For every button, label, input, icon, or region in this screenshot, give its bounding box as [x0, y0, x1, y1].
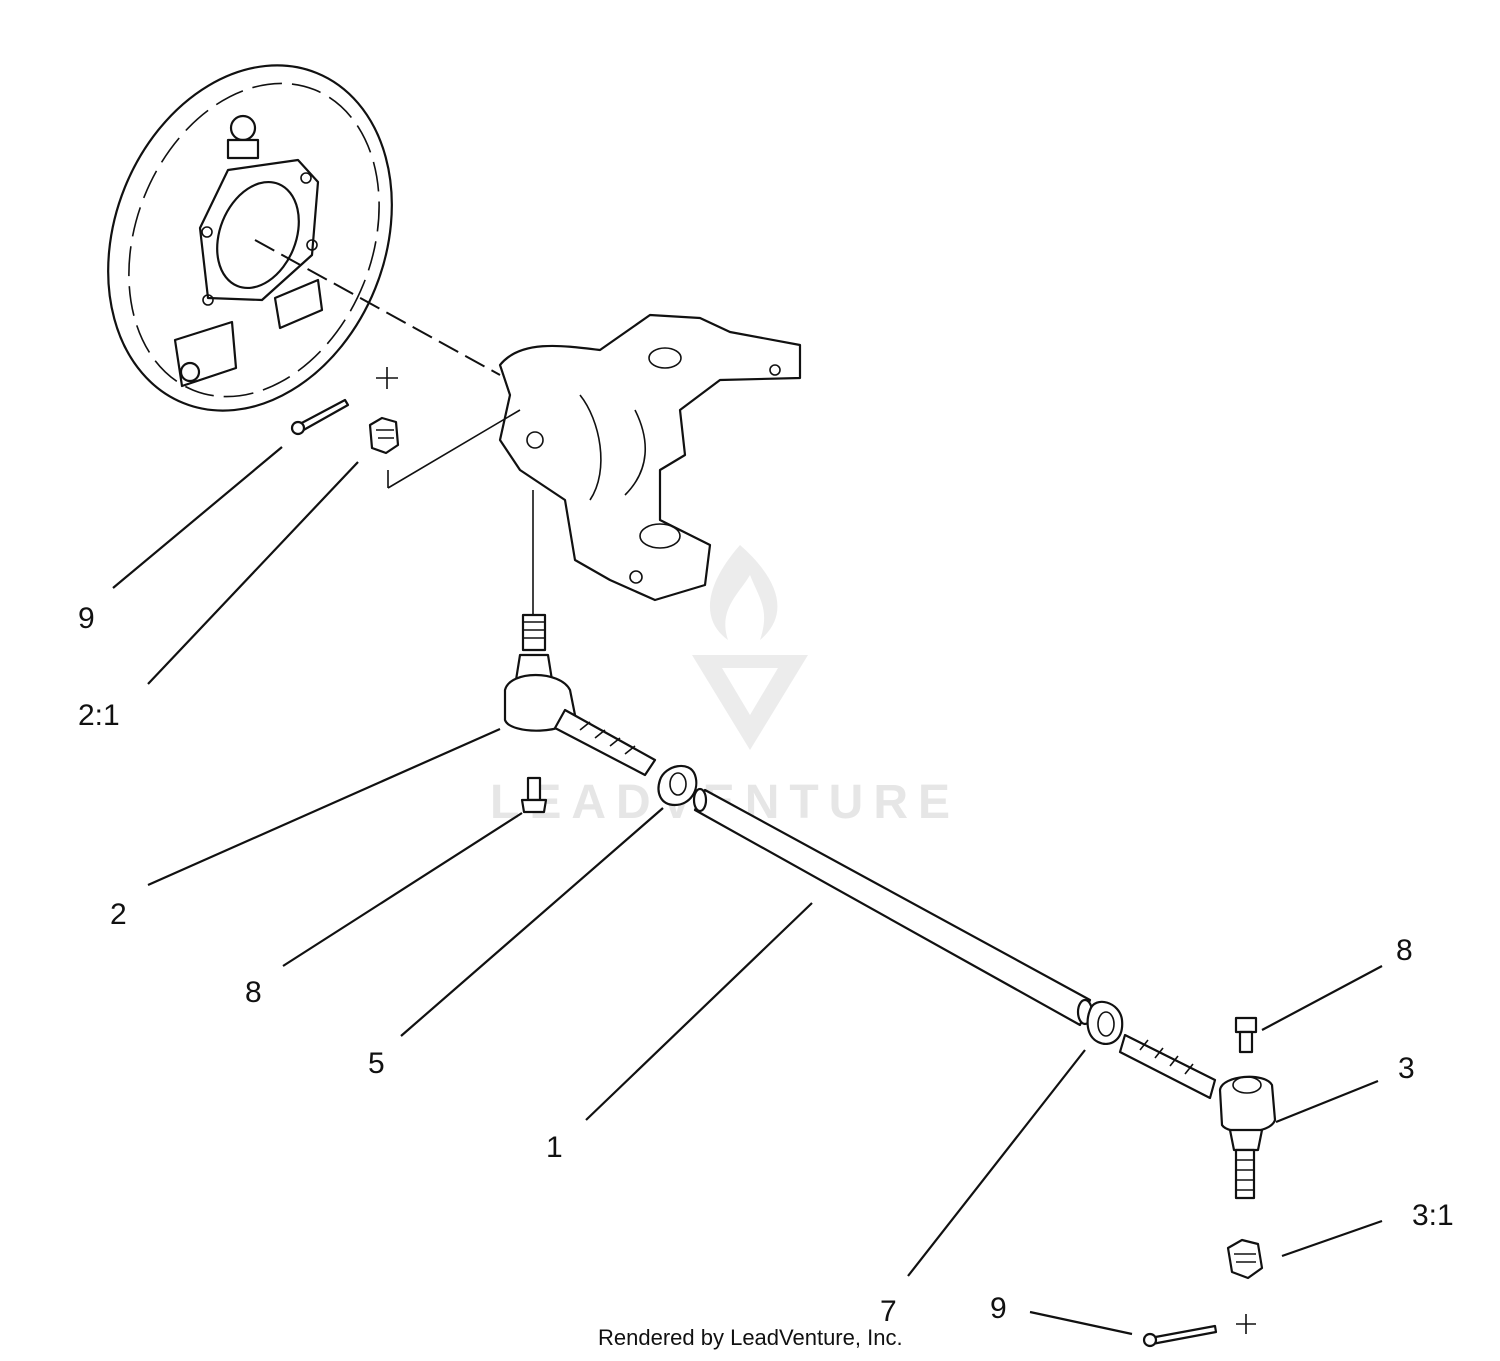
castle-nut-top [368, 416, 400, 455]
callout-8-right: 8 [1396, 934, 1413, 967]
castle-nut-alignment-line [387, 409, 521, 489]
bolt-left [520, 776, 548, 814]
plus-mark-bottom [1236, 1314, 1256, 1334]
callout-3: 3 [1398, 1052, 1415, 1085]
callout-8-left: 8 [245, 976, 262, 1009]
callout-9-top: 9 [78, 602, 95, 635]
castle-nut-bottom [1226, 1238, 1264, 1280]
callout-9-bottom: 9 [990, 1292, 1007, 1325]
leader-lines [112, 446, 1383, 1336]
jam-nut-right [1086, 1000, 1124, 1046]
brake-backing-plate [107, 64, 393, 412]
tie-rod-end-left [503, 613, 657, 777]
callout-2-1: 2:1 [78, 699, 120, 732]
cotter-pin-top [290, 398, 350, 436]
plus-mark-top [376, 367, 398, 389]
callout-3-1: 3:1 [1412, 1199, 1454, 1232]
axle-alignment-line [254, 239, 501, 376]
jam-nut-left [657, 764, 698, 807]
bolt-right [1234, 1016, 1258, 1054]
steering-spindle [498, 313, 802, 602]
callout-1: 1 [546, 1131, 563, 1164]
callout-7: 7 [880, 1295, 897, 1328]
callout-5: 5 [368, 1047, 385, 1080]
callout-2: 2 [110, 898, 127, 931]
cotter-pin-bottom [1142, 1324, 1218, 1348]
footer-credit: Rendered by LeadVenture, Inc. [598, 1325, 903, 1350]
tie-rod-tube [692, 787, 1094, 1027]
tie-rod-end-right [1118, 1033, 1277, 1200]
